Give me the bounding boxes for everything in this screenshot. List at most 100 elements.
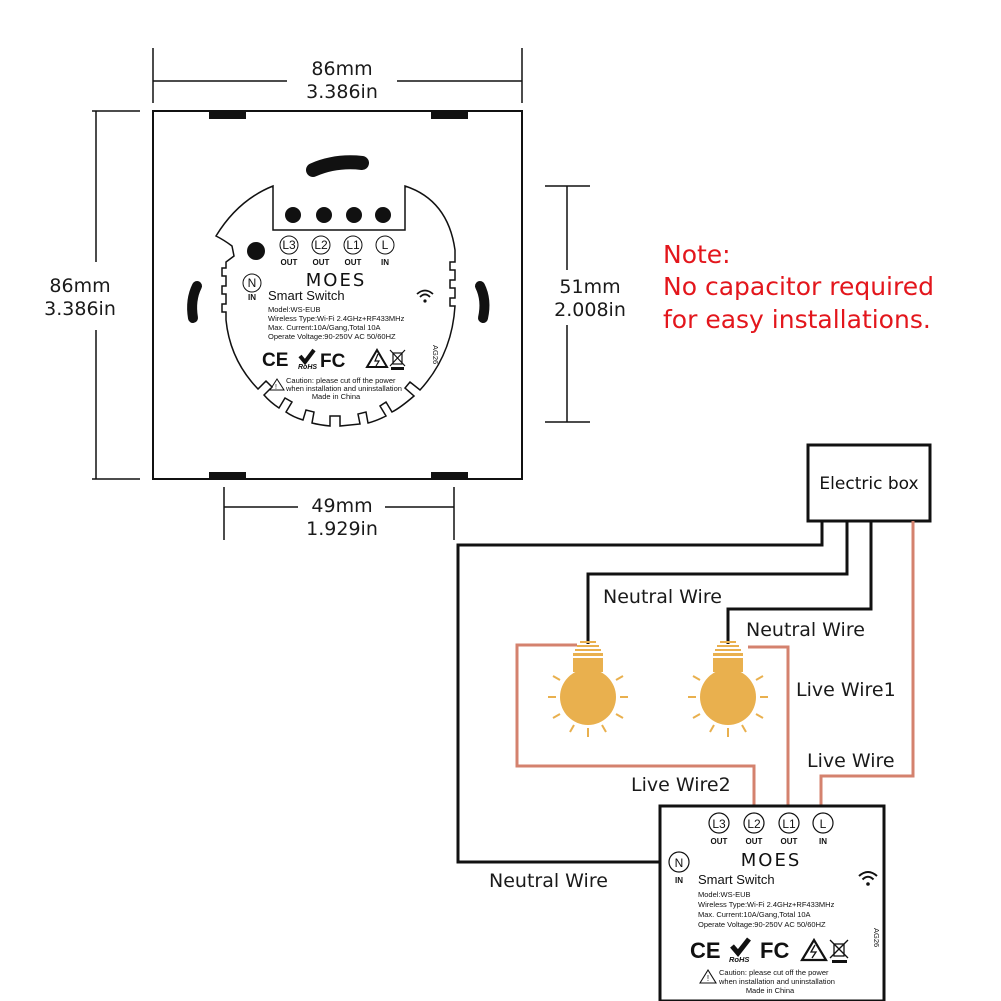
svg-text:L3: L3: [282, 238, 296, 252]
electric-box: Electric box: [806, 443, 932, 523]
panel-caution-line2: when installation and uninstallation: [285, 384, 402, 393]
live-wire-in: [819, 521, 915, 815]
bottom-width-mm: 49mm: [311, 495, 372, 517]
svg-text:N: N: [248, 276, 257, 290]
module-model: Model:WS-EUB: [698, 890, 751, 899]
live-wires: [515, 521, 915, 815]
svg-text:IN: IN: [819, 837, 827, 846]
left-height-dimension: 86mm 3.386in: [44, 110, 140, 480]
right-screw-slot: [475, 281, 490, 323]
svg-text:N: N: [675, 856, 684, 870]
panel-product-name: Smart Switch: [268, 288, 345, 303]
module-wireless: Wireless Type:Wi-Fi 2.4GHz+RF433MHz: [698, 900, 835, 909]
svg-text:L2: L2: [314, 238, 328, 252]
module-caution-line1: Caution: please cut off the power: [719, 968, 829, 977]
module-rohs-mark: RoHS: [729, 955, 749, 964]
neutral-wire-to-bulb-2: [726, 521, 873, 644]
terminal-hole-l1: [346, 207, 362, 223]
terminal-hole-l2: [316, 207, 332, 223]
note-line-2: for easy installations.: [663, 305, 931, 334]
svg-text:L: L: [382, 238, 389, 252]
panel-model: Model:WS-EUB: [268, 305, 321, 314]
module-brand-logo: MOES: [741, 850, 802, 871]
panel-origin: Made in China: [312, 392, 361, 401]
top-width-mm: 86mm: [311, 58, 372, 80]
weee-bin-icon: [389, 349, 406, 370]
right-height-dimension: 51mm 2.008in: [545, 185, 626, 423]
svg-text:OUT: OUT: [281, 258, 298, 267]
module-caution-line2: when installation and uninstallation: [718, 977, 835, 986]
bottom-left-clip: [209, 472, 246, 479]
top-width-in: 3.386in: [306, 81, 378, 103]
ce-mark-icon: CE: [262, 350, 288, 371]
panel-voltage: Operate Voltage:90-250V AC 50/60HZ: [268, 332, 396, 341]
svg-text:L: L: [820, 817, 827, 831]
module-terminal-n: N IN: [668, 851, 690, 885]
module-body: [214, 184, 456, 427]
module-terminal-l2: L2 OUT: [743, 812, 765, 846]
panel-terminal-l1: L1 OUT: [343, 235, 363, 267]
caution-icon: !: [269, 378, 285, 391]
svg-text:L1: L1: [782, 817, 796, 831]
label-live-wire: Live Wire: [807, 750, 895, 772]
module-origin: Made in China: [746, 986, 795, 995]
svg-text:IN: IN: [675, 876, 683, 885]
top-slot: [306, 155, 369, 177]
panel-wireless: Wireless Type:Wi-Fi 2.4GHz+RF433MHz: [268, 314, 405, 323]
neutral-hole: [247, 242, 265, 260]
panel-terminal-l2: L2 OUT: [311, 235, 331, 267]
electric-box-label: Electric box: [819, 474, 918, 494]
module-wifi-icon: [858, 871, 878, 886]
bulb-2-icon: [688, 641, 768, 737]
svg-text:!: !: [707, 974, 709, 983]
panel-terminal-l: L IN: [375, 235, 395, 267]
label-neutral-wire-3: Neutral Wire: [489, 870, 608, 892]
module-terminal-l: L IN: [812, 812, 834, 846]
neutral-wires: [456, 521, 873, 864]
svg-text:L1: L1: [346, 238, 360, 252]
module-fc-mark-icon: FC: [760, 938, 789, 963]
note-block: Note: No capacitor required for easy ins…: [663, 240, 934, 334]
svg-text:OUT: OUT: [345, 258, 362, 267]
note-title: Note:: [663, 240, 731, 269]
module-rohs-check-icon: [730, 937, 751, 957]
module-voltage: Operate Voltage:90-250V AC 50/60HZ: [698, 920, 826, 929]
panel-side-code: AG26: [431, 345, 440, 364]
svg-text:L3: L3: [712, 817, 726, 831]
module-ce-mark-icon: CE: [690, 938, 721, 963]
high-voltage-warning-icon: [365, 348, 389, 368]
module-caution-icon: !: [699, 968, 717, 984]
svg-text:OUT: OUT: [711, 837, 728, 846]
terminal-hole-l3: [285, 207, 301, 223]
bulb-1-icon: [548, 641, 628, 737]
panel-terminal-l3: L3 OUT: [279, 235, 299, 267]
top-width-dimension: 86mm 3.386in: [152, 48, 523, 103]
neutral-wire-to-switch: [456, 521, 824, 864]
bottom-width-dimension: 49mm 1.929in: [223, 487, 455, 540]
rohs-check-icon: [298, 348, 316, 366]
module-product-name: Smart Switch: [698, 872, 775, 887]
top-right-clip: [431, 112, 468, 119]
bottom-width-in: 1.929in: [306, 518, 378, 540]
rohs-mark: RoHS: [298, 364, 317, 371]
svg-text:IN: IN: [248, 293, 256, 302]
module-terminal-l1: L1 OUT: [778, 812, 800, 846]
top-left-clip: [209, 112, 246, 119]
wifi-icon: [416, 289, 434, 303]
smart-switch-module: L3 OUT L2 OUT L1 OUT L IN N IN MOES Smar…: [658, 804, 886, 1001]
panel-terminal-n: N IN: [242, 273, 262, 302]
bottom-right-clip: [431, 472, 468, 479]
label-neutral-wire-1: Neutral Wire: [603, 586, 722, 608]
right-height-mm: 51mm: [559, 276, 620, 298]
terminal-hole-l: [375, 207, 391, 223]
live-wire-2: [515, 643, 756, 815]
right-height-in: 2.008in: [554, 299, 626, 321]
neutral-wire-to-bulb-1: [586, 521, 849, 644]
panel-brand-logo: MOES: [306, 270, 367, 291]
module-current: Max. Current:10A/Gang,Total 10A: [698, 910, 811, 919]
left-screw-slot: [187, 281, 202, 323]
label-live-wire-2: Live Wire2: [631, 774, 731, 796]
left-height-mm: 86mm: [49, 275, 110, 297]
svg-text:OUT: OUT: [781, 837, 798, 846]
